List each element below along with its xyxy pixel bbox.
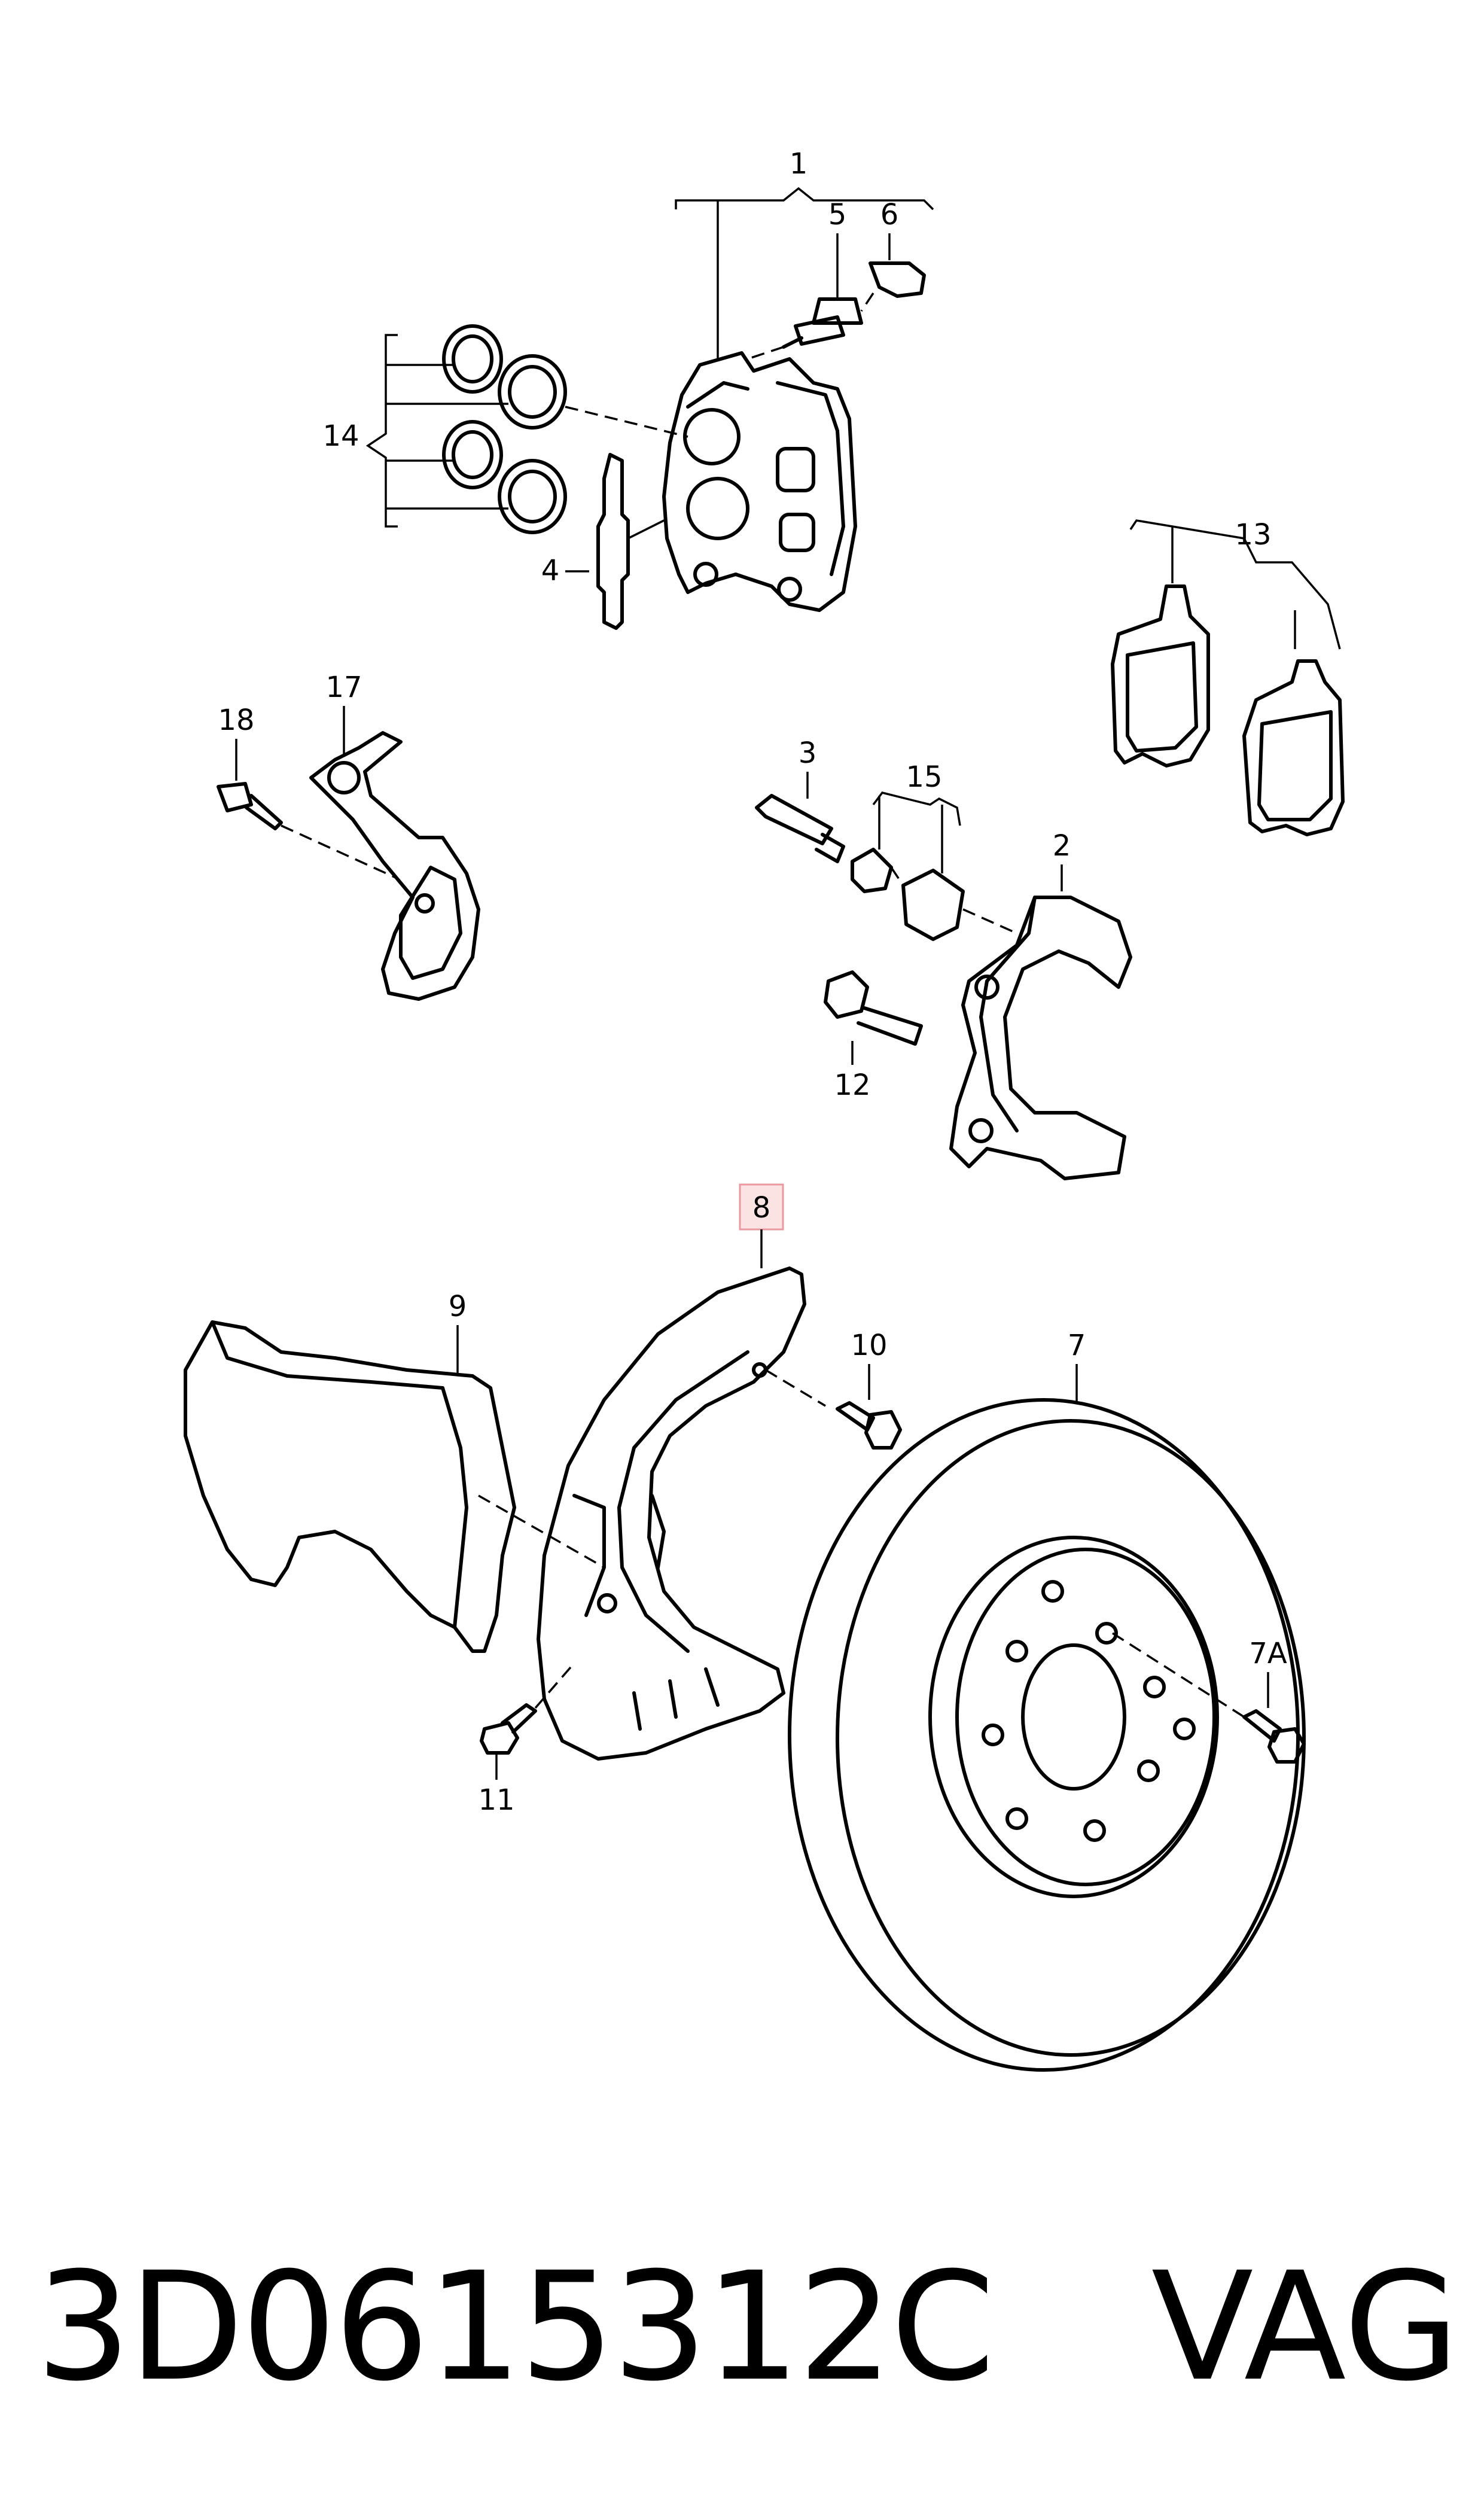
callout-6: 6	[880, 198, 899, 232]
seal-ring-lower	[442, 420, 503, 489]
wheel-arch-deflector	[184, 1320, 516, 1653]
sensor-bracket	[309, 731, 480, 1001]
disc-hat	[928, 1536, 1219, 1898]
bolts-group: 10 11	[478, 1329, 902, 1817]
callout-18: 18	[218, 704, 254, 737]
callout-8-highlight-box	[739, 1183, 784, 1231]
callout-13: 13	[1235, 518, 1271, 552]
guide-pin	[755, 794, 845, 863]
brake-pad-right	[1242, 659, 1345, 836]
callout-17: 17	[325, 671, 362, 704]
callout-14: 14	[322, 419, 359, 453]
piston-lower	[498, 459, 567, 534]
guide-bushing	[901, 869, 965, 941]
brake-splash-guard	[537, 1266, 806, 1761]
footer: 3D0615312C VAG	[36, 2237, 1459, 2417]
callout-9: 9	[449, 1290, 467, 1323]
callout-3: 3	[799, 736, 817, 770]
brake-pads-group: 13	[1111, 518, 1345, 836]
center-bore	[1021, 1643, 1126, 1791]
callout-2: 2	[1053, 829, 1071, 863]
boot-small	[851, 848, 893, 893]
bracket-bolt	[217, 782, 283, 830]
callout-7: 7	[1068, 1329, 1086, 1362]
brake-disc-group: 7 7A	[788, 1329, 1306, 2072]
caliper-body	[662, 351, 857, 612]
callout-5: 5	[828, 198, 847, 232]
splash-guard-group: 8	[537, 1183, 826, 1761]
splash-guard-bolt	[836, 1401, 902, 1450]
caliper-group: 1 5 6 14	[322, 147, 934, 630]
caliper-carrier	[949, 896, 1132, 1180]
deflector-group: 9	[184, 1290, 605, 1653]
callout-7a: 7A	[1249, 1637, 1287, 1670]
callout-10: 10	[851, 1329, 887, 1362]
brand-label: VAG	[1151, 2240, 1459, 2414]
spring-clip	[596, 453, 630, 630]
disc-screw	[1242, 1709, 1306, 1764]
carrier-bolt	[824, 970, 923, 1046]
sensor-bracket-group: 17 18	[217, 671, 480, 1001]
callout-4: 4	[541, 554, 560, 587]
part-number: 3D0615312C	[36, 2240, 995, 2414]
carrier-group: 3 15 2 12	[755, 736, 1132, 1180]
brake-disc	[788, 1398, 1300, 2072]
brake-pad-left	[1111, 584, 1210, 768]
dust-cap	[869, 261, 926, 298]
callout-1: 1	[790, 147, 808, 181]
callout-12: 12	[834, 1068, 870, 1102]
seal-ring-upper	[442, 324, 503, 394]
piston-upper	[498, 354, 567, 430]
callout-8: 8	[752, 1191, 771, 1225]
shield-screw	[480, 1703, 537, 1755]
callout-15: 15	[906, 760, 942, 794]
bleed-screw	[782, 297, 863, 349]
callout-11: 11	[478, 1783, 514, 1817]
